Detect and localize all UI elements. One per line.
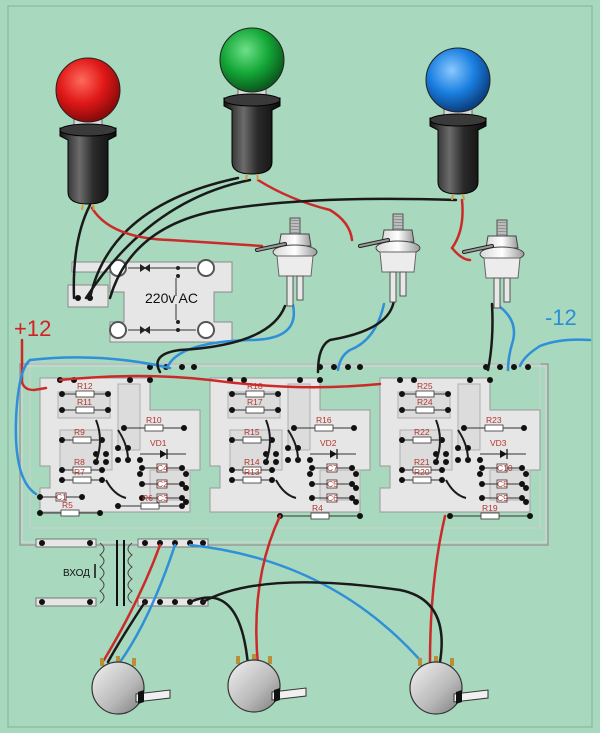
input-block: ВХОД bbox=[35, 538, 209, 607]
capacitor-C10: C10 bbox=[497, 463, 513, 473]
input-label: ВХОД bbox=[63, 568, 90, 579]
resistor-R11: R11 bbox=[77, 397, 92, 407]
resistor-R6: R6 bbox=[142, 493, 153, 503]
resistor-R15: R15 bbox=[244, 427, 260, 437]
capacitor-C9: C9 bbox=[497, 493, 508, 503]
resistor-R13: R13 bbox=[244, 467, 260, 477]
toggle-switch-3[interactable] bbox=[462, 219, 525, 309]
resistor-R24: R24 bbox=[417, 397, 433, 407]
resistor-R17: R17 bbox=[247, 397, 263, 407]
resistor-R8: R8 bbox=[74, 457, 85, 467]
diode-VD2: VD2 bbox=[320, 438, 337, 448]
lamp-green bbox=[219, 27, 285, 181]
potentiometer-3[interactable] bbox=[409, 656, 489, 715]
capacitor-C7: C7 bbox=[327, 463, 338, 473]
ac-label: 220v AC bbox=[145, 290, 198, 306]
frame-border bbox=[7, 5, 593, 728]
lamp-blue bbox=[425, 47, 491, 201]
potentiometer-1[interactable] bbox=[91, 656, 171, 715]
resistor-R16: R16 bbox=[316, 415, 332, 425]
capacitor-C4: C4 bbox=[157, 463, 168, 473]
resistor-R22: R22 bbox=[414, 427, 430, 437]
resistor-R7: R7 bbox=[74, 467, 85, 477]
capacitor-C3: C3 bbox=[157, 493, 168, 503]
resistor-R21: R21 bbox=[414, 457, 430, 467]
toggle-switch-2[interactable] bbox=[358, 213, 421, 303]
diode-VD1: VD1 bbox=[150, 438, 167, 448]
ac-terminal-block: 220v AC bbox=[67, 259, 233, 343]
minus12-wire bbox=[518, 338, 592, 368]
resistor-R12: R12 bbox=[77, 381, 93, 391]
resistor-R5: R5 bbox=[62, 500, 73, 510]
lamp-red bbox=[55, 57, 121, 211]
resistor-R19: R19 bbox=[482, 503, 498, 513]
resistor-R23: R23 bbox=[486, 415, 502, 425]
resistor-R9: R9 bbox=[74, 427, 85, 437]
capacitor-C8: C8 bbox=[497, 479, 508, 489]
resistor-R14: R14 bbox=[244, 457, 260, 467]
toggle-switch-1[interactable] bbox=[255, 217, 318, 307]
capacitor-C5: C5 bbox=[327, 479, 338, 489]
resistor-R4: R4 bbox=[312, 503, 323, 513]
wires bbox=[14, 176, 592, 667]
potentiometer-2[interactable] bbox=[227, 654, 307, 713]
resistor-R25: R25 bbox=[417, 381, 433, 391]
resistor-R20: R20 bbox=[414, 467, 430, 477]
diode-VD3: VD3 bbox=[490, 438, 507, 448]
capacitor-C6: C6 bbox=[327, 493, 338, 503]
minus12-label: -12 bbox=[545, 305, 577, 330]
capacitor-C2: C2 bbox=[157, 479, 168, 489]
resistor-R10: R10 bbox=[146, 415, 162, 425]
plus12-wire bbox=[20, 338, 48, 392]
plus12-label: +12 bbox=[14, 316, 51, 341]
capacitor-C1: C1 bbox=[56, 492, 67, 502]
